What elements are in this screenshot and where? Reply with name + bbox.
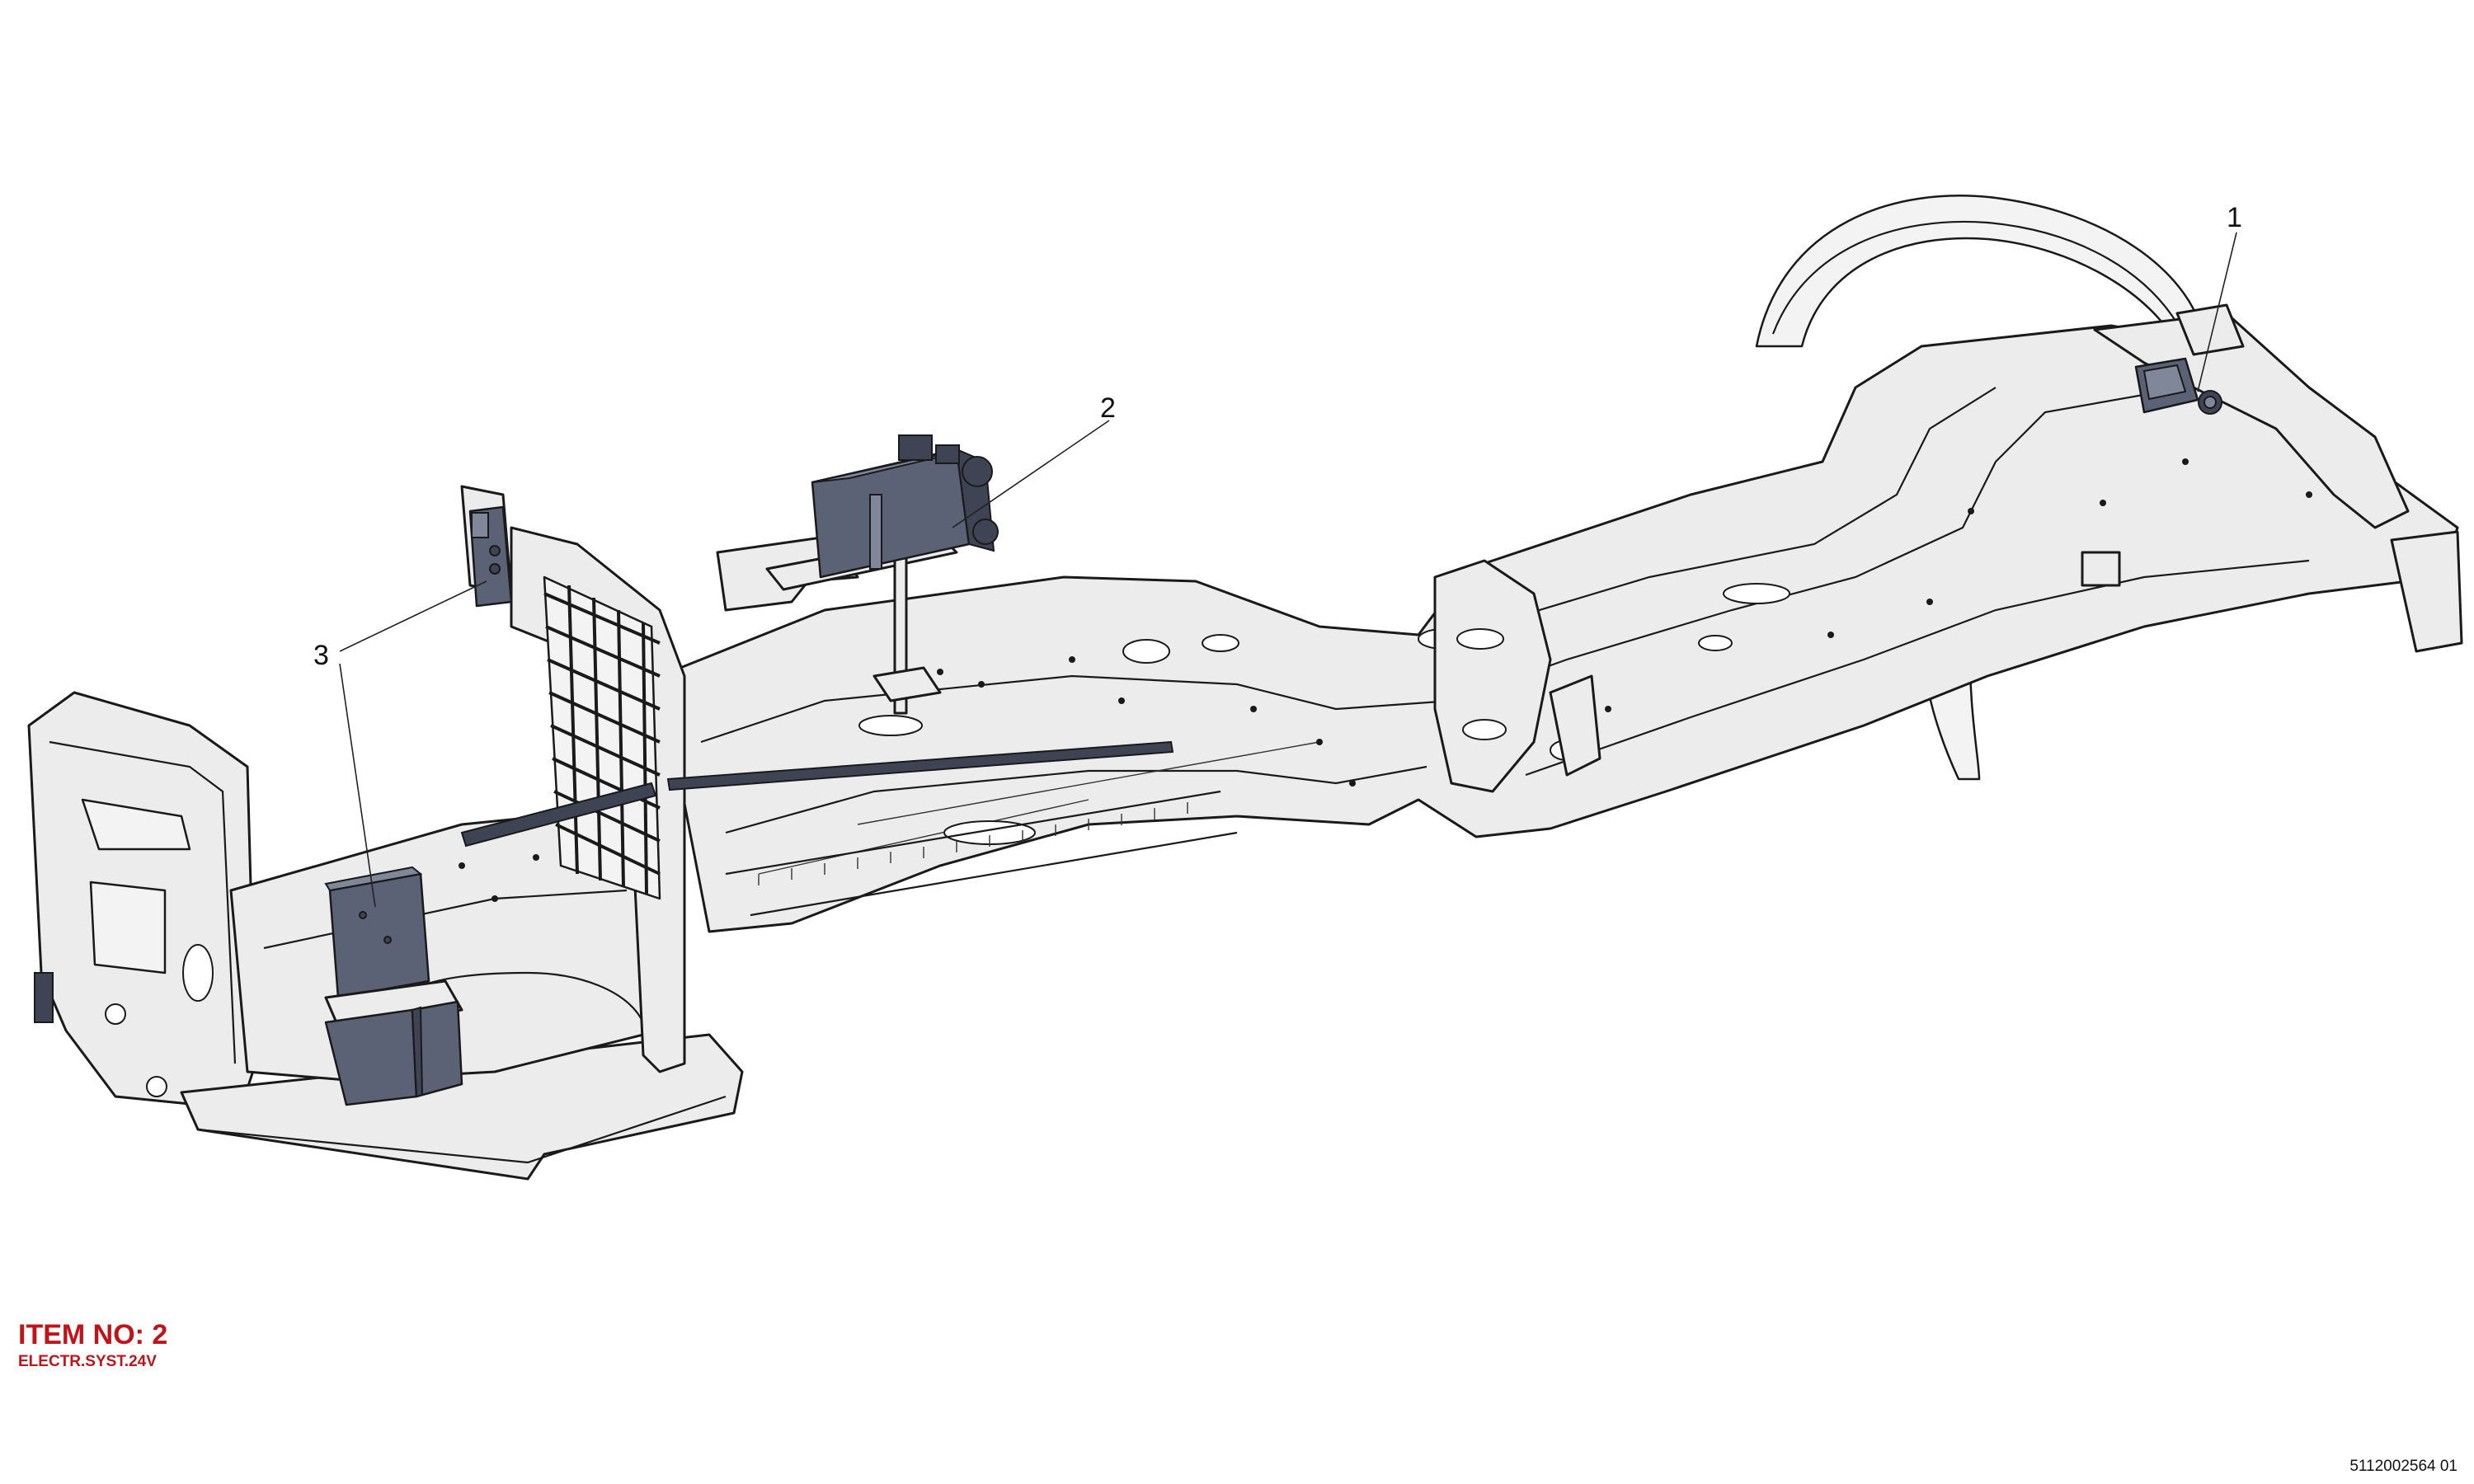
leader-line-3b	[339, 663, 376, 908]
leader-lines	[339, 232, 2237, 908]
front-frame	[27, 691, 744, 1181]
component-3-battery-assembly	[324, 505, 513, 1106]
leader-line-1	[2197, 232, 2237, 392]
document-number: 5112002564 01	[2349, 1458, 2458, 1475]
item-number-title: ITEM NO: 2	[18, 1319, 168, 1350]
callout-1: 1	[2227, 202, 2242, 233]
leader-line-3a	[339, 580, 487, 652]
articulation-joint	[1433, 559, 1602, 793]
leader-line-2	[952, 420, 1110, 528]
rail-guide	[725, 790, 1238, 917]
item-description: ELECTR.SYST.24V	[18, 1353, 157, 1370]
component-2-control-box	[716, 434, 999, 715]
callout-2: 2	[1100, 392, 1116, 424]
chassis-main-rail	[658, 324, 2459, 933]
component-1-rear-unit	[2134, 357, 2222, 415]
callout-3: 3	[313, 640, 329, 671]
